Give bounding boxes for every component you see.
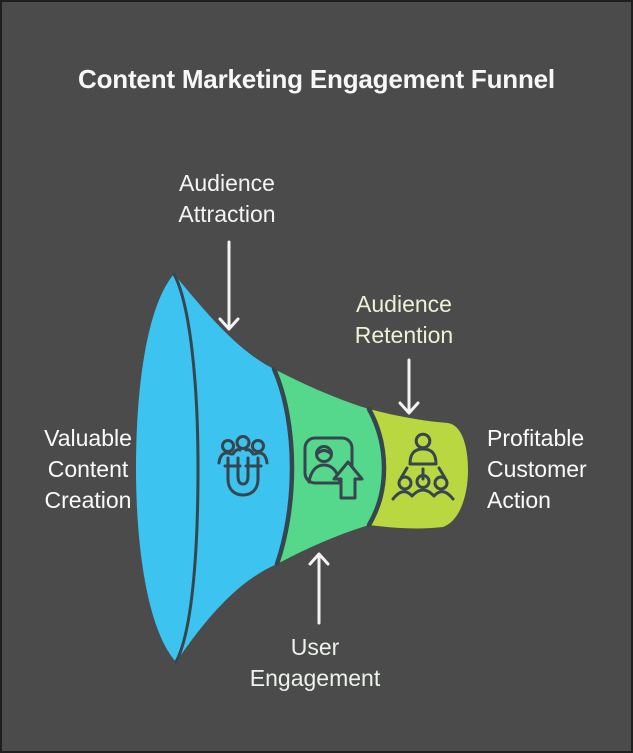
engagement-arrow-up-icon <box>308 552 330 625</box>
up-arrow-glyph <box>332 460 364 500</box>
label-profitable-customer-action: Profitable Customer Action <box>487 425 587 513</box>
funnel-mouth-ellipse <box>136 274 198 662</box>
label-user-engagement: User Engagement <box>249 634 381 691</box>
funnel-stage-attraction <box>174 274 292 662</box>
diagram-title: Content Marketing Engagement Funnel <box>78 64 555 94</box>
funnel-mouth-rim-line <box>172 272 200 664</box>
attraction-arrow-down-icon <box>218 240 240 331</box>
label-audience-retention: Audience Retention <box>354 291 454 348</box>
label-audience-attraction: Audience Attraction <box>178 170 276 227</box>
presenter-broadcast-audience-icon <box>391 432 455 501</box>
separator-blue-green <box>271 366 295 567</box>
profile-level-up-icon <box>303 436 364 500</box>
separator-green-lime <box>366 406 387 528</box>
magnet-attracting-audience-icon <box>217 435 269 497</box>
label-valuable-content-creation: Valuable Content Creation <box>44 425 132 513</box>
retention-arrow-down-icon <box>398 358 420 415</box>
annotation-arrows <box>218 240 420 625</box>
